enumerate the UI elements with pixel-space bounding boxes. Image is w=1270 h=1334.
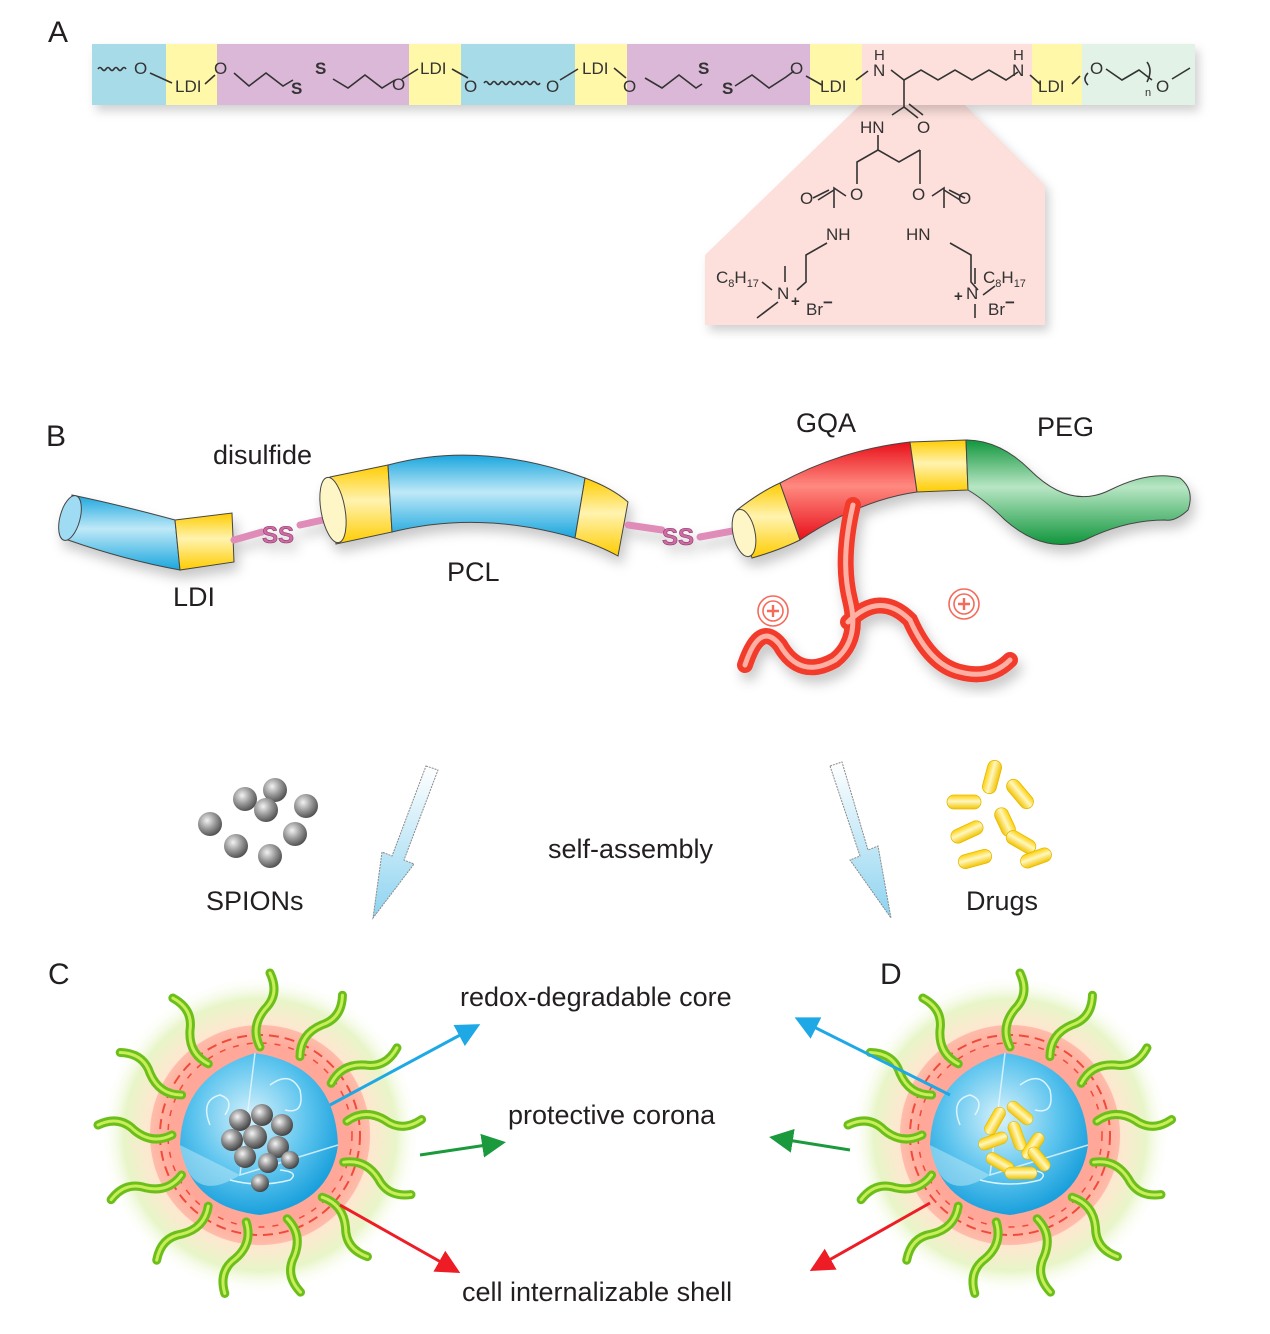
atom-o: O	[1156, 77, 1169, 96]
label-drugs: Drugs	[966, 886, 1039, 916]
label-pcl: PCL	[447, 557, 500, 587]
segment-ldi	[810, 44, 862, 105]
arrow-core-from-d	[794, 1017, 951, 1097]
arrow-core-from-c	[329, 1024, 481, 1107]
peg-segment	[965, 439, 1191, 545]
spion-nanoparticles	[198, 778, 318, 868]
panel-a-chemical-structure: O LDI O S S O LDI O O LDI O S S O LDI H …	[92, 44, 1195, 325]
micelle-spion-loaded	[98, 973, 422, 1296]
polymer-backbone-bar	[92, 44, 1195, 105]
atom-h: H	[1013, 47, 1024, 64]
atom-o: O	[1090, 59, 1103, 78]
pcl-segment	[387, 454, 586, 539]
atom-o: O	[134, 59, 147, 78]
label-ldi: LDI	[173, 582, 216, 612]
arrow-corona-from-c	[419, 1133, 506, 1158]
panel-b-polymer-cartoon: SS SS	[58, 439, 1191, 683]
atom-o: O	[958, 189, 971, 208]
segment-ldi	[575, 44, 627, 105]
atom-s: S	[291, 79, 302, 98]
charge-plus: +	[791, 293, 800, 310]
self-assembly-arrow-right	[829, 761, 892, 919]
chemical-bonds	[97, 61, 1191, 319]
atom-o: O	[546, 77, 559, 96]
label-redox-degradable-core: redox-degradable core	[460, 982, 732, 1012]
micelle-drug-loaded	[848, 973, 1172, 1296]
atom-o: O	[912, 185, 925, 204]
bromide: Br−	[806, 293, 833, 319]
atom-hn: HN	[860, 118, 885, 137]
micelle-illustrations	[0, 950, 1270, 1334]
drug-molecules	[946, 759, 1052, 869]
ldi-end-cap	[319, 476, 347, 544]
atom-n: N	[1012, 61, 1024, 80]
segment-disulfide	[627, 44, 810, 105]
disulfide-ss: SS	[662, 524, 694, 551]
ldi-label: LDI	[420, 59, 446, 78]
atom-nh: NH	[826, 225, 851, 244]
repeat-n: n	[1145, 87, 1151, 99]
ldi-segment	[909, 439, 969, 493]
alkyl-c8h17: C8H17	[716, 268, 759, 290]
atom-o: O	[850, 185, 863, 204]
label-disulfide: disulfide	[213, 440, 313, 470]
panel-label-c: C	[48, 958, 70, 991]
segment-disulfide	[217, 44, 409, 105]
atom-s: S	[698, 59, 709, 78]
segment-ldi	[409, 44, 461, 105]
cation-charge-icon	[757, 595, 789, 627]
label-self-assembly: self-assembly	[548, 834, 714, 864]
atom-o: O	[392, 75, 405, 94]
segment-ldi	[166, 44, 217, 105]
segment-ldi	[1032, 44, 1082, 105]
ldi-label: LDI	[582, 59, 608, 78]
encapsulated-spions	[221, 1104, 299, 1192]
atom-o: O	[790, 59, 803, 78]
atom-o: O	[214, 59, 227, 78]
disulfide-ss: SS	[262, 522, 294, 549]
atom-o: O	[464, 77, 477, 96]
pcl-segment	[67, 494, 181, 571]
atom-n-plus: N	[966, 284, 978, 303]
segment-peg	[1082, 44, 1195, 105]
bromide: Br−	[988, 293, 1015, 319]
atom-h: H	[874, 47, 885, 64]
arrow-shell-from-c	[339, 1203, 461, 1273]
ldi-segment	[174, 512, 235, 571]
panel-label-b: B	[46, 420, 67, 453]
atom-o: O	[623, 77, 636, 96]
arrow-shell-from-d	[809, 1201, 931, 1271]
atom-o: O	[800, 189, 813, 208]
arrow-corona-from-d	[769, 1128, 851, 1153]
label-cell-internalizable-shell: cell internalizable shell	[462, 1277, 733, 1307]
ldi-label: LDI	[1038, 77, 1064, 96]
atom-s: S	[722, 79, 733, 98]
ldi-segment	[574, 477, 629, 557]
ldi-label: LDI	[820, 77, 846, 96]
atom-n-plus: N	[777, 284, 789, 303]
panel-label-a: A	[48, 16, 69, 49]
label-spions: SPIONs	[206, 886, 304, 916]
label-gqa: GQA	[796, 408, 857, 438]
charge-plus: +	[954, 288, 963, 305]
ldi-label: LDI	[175, 77, 201, 96]
atom-s: S	[315, 59, 326, 78]
atom-hn: HN	[906, 225, 931, 244]
cation-charge-icon	[948, 588, 980, 620]
label-peg: PEG	[1037, 412, 1095, 442]
encapsulated-drugs	[978, 1100, 1051, 1180]
panel-label-d: D	[880, 958, 902, 991]
alkyl-c8h17: C8H17	[983, 268, 1026, 290]
atom-n: N	[873, 61, 885, 80]
atom-o: O	[917, 118, 930, 137]
self-assembly-arrow-left	[372, 765, 439, 920]
disulfide-linker	[624, 521, 742, 541]
gqa-pendant-background	[705, 105, 1045, 325]
assembly-illustration	[198, 759, 1052, 920]
segment-pcl	[461, 44, 575, 105]
label-protective-corona: protective corona	[508, 1100, 716, 1130]
ldi-end-cap	[731, 508, 757, 558]
pcl-end-cap	[58, 495, 82, 541]
